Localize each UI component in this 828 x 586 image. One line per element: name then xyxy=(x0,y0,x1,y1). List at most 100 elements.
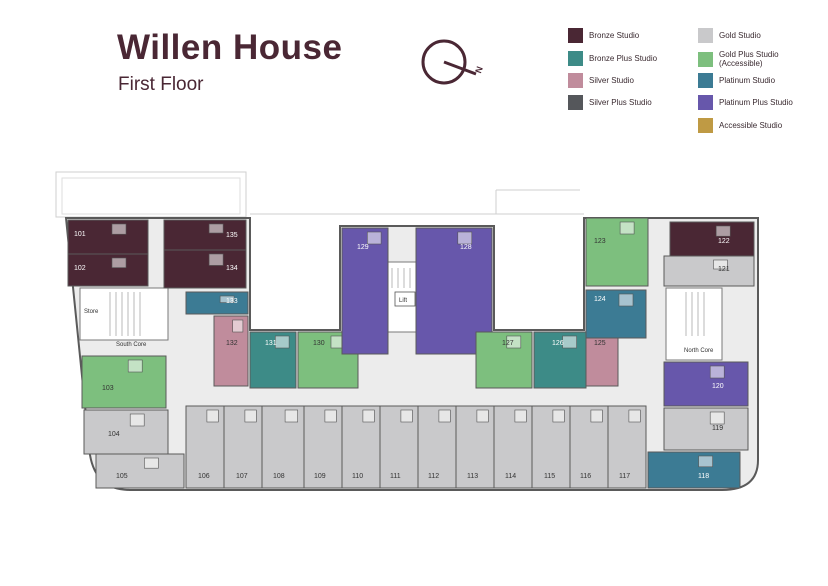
bathroom-pod xyxy=(400,409,413,423)
legend-item-platinum-plus-studio: Platinum Plus Studio xyxy=(698,95,793,110)
room-number: 133 xyxy=(226,298,238,305)
legend-swatch xyxy=(698,95,713,110)
room-number: 110 xyxy=(352,473,363,480)
room-number: 107 xyxy=(236,473,248,480)
room-101[interactable]: 101 xyxy=(67,219,149,255)
room-133[interactable]: 133 xyxy=(185,291,249,315)
room-number: 130 xyxy=(313,340,325,347)
bathroom-pod xyxy=(127,359,143,373)
room-112[interactable]: 112 xyxy=(417,405,457,489)
bathroom-pod xyxy=(618,293,634,307)
room-number: 134 xyxy=(226,265,238,272)
room-number: 128 xyxy=(460,244,472,251)
bathroom-pod xyxy=(698,455,713,468)
room-132[interactable]: 132 xyxy=(213,315,249,387)
room-120[interactable]: 120 xyxy=(663,361,749,407)
room-102[interactable]: 102 xyxy=(67,253,149,287)
bathroom-pod xyxy=(709,411,725,425)
room-fill xyxy=(663,361,749,407)
room-122[interactable]: 122 xyxy=(669,221,755,257)
north-core-label: North Core xyxy=(684,348,714,354)
bathroom-pod xyxy=(208,223,224,234)
south-core xyxy=(79,287,169,341)
room-number: 118 xyxy=(698,473,709,480)
room-103[interactable]: 103 xyxy=(81,355,167,409)
room-118[interactable]: 118 xyxy=(647,451,741,489)
bathroom-pod xyxy=(506,335,522,349)
room-107[interactable]: 107 xyxy=(223,405,263,489)
room-number: 103 xyxy=(102,385,114,392)
room-fill xyxy=(585,217,649,287)
room-number: 112 xyxy=(428,473,439,480)
room-number: 124 xyxy=(594,296,606,303)
room-134[interactable]: 134 xyxy=(163,249,247,289)
legend-item-silver-plus-studio: Silver Plus Studio xyxy=(568,95,652,110)
room-106[interactable]: 106 xyxy=(185,405,225,489)
room-104[interactable]: 104 xyxy=(83,409,169,455)
room-number: 135 xyxy=(226,232,238,239)
room-110[interactable]: 110 xyxy=(341,405,381,489)
room-129[interactable]: 129 xyxy=(341,227,389,355)
room-number: 104 xyxy=(108,431,120,438)
room-number: 132 xyxy=(226,340,238,347)
room-fill xyxy=(163,219,247,251)
legend-label: Silver Studio xyxy=(589,76,634,85)
south-core-label: South Core xyxy=(116,342,147,348)
room-108[interactable]: 108 xyxy=(261,405,305,489)
bathroom-pod xyxy=(514,409,527,423)
room-number: 121 xyxy=(718,266,730,273)
room-fill xyxy=(647,451,741,489)
room-131[interactable]: 131 xyxy=(249,331,297,389)
bathroom-pod xyxy=(590,409,603,423)
legend-label: Gold Plus Studio (Accessible) xyxy=(719,50,779,68)
legend-label: Platinum Plus Studio xyxy=(719,98,793,107)
room-116[interactable]: 116 xyxy=(569,405,609,489)
page-subtitle: First Floor xyxy=(118,74,204,95)
north-core xyxy=(665,287,723,361)
compass-icon: N xyxy=(421,39,485,85)
room-fill xyxy=(585,289,647,339)
legend-label: Bronze Plus Studio xyxy=(589,54,658,63)
room-135[interactable]: 135 xyxy=(163,219,247,251)
room-117[interactable]: 117 xyxy=(607,405,647,489)
legend-item-platinum-studio: Platinum Studio xyxy=(698,73,775,88)
room-111[interactable]: 111 xyxy=(379,405,419,489)
legend-swatch xyxy=(568,95,583,110)
legend-label: Platinum Studio xyxy=(719,76,776,85)
room-115[interactable]: 115 xyxy=(531,405,571,489)
room-114[interactable]: 114 xyxy=(493,405,533,489)
legend-item-accessible-studio: Accessible Studio xyxy=(698,118,782,133)
room-109[interactable]: 109 xyxy=(303,405,343,489)
bathroom-pod xyxy=(457,231,473,245)
room-fill xyxy=(185,291,249,315)
bathroom-pod xyxy=(709,365,725,379)
legend-swatch xyxy=(698,51,713,67)
bathroom-pod xyxy=(219,295,235,303)
room-fill xyxy=(663,407,749,451)
legend-swatch xyxy=(568,28,583,43)
room-number: 125 xyxy=(594,340,606,347)
bathroom-pod xyxy=(244,409,257,423)
room-fill xyxy=(455,405,495,489)
room-119[interactable]: 119 xyxy=(663,407,749,451)
bathroom-pod xyxy=(232,319,244,333)
room-number: 116 xyxy=(580,473,591,480)
room-number: 113 xyxy=(467,473,478,480)
room-126[interactable]: 126 xyxy=(533,331,587,389)
legend-label: Silver Plus Studio xyxy=(589,98,652,107)
room-121[interactable]: 121 xyxy=(663,255,755,287)
room-number: 109 xyxy=(314,473,326,480)
room-127[interactable]: 127 xyxy=(475,331,533,389)
bathroom-pod xyxy=(619,221,635,235)
room-113[interactable]: 113 xyxy=(455,405,495,489)
legend-item-silver-studio: Silver Studio xyxy=(568,73,634,88)
store-label: Store xyxy=(84,309,99,315)
room-123[interactable]: 123 xyxy=(585,217,649,287)
compass-north-label: N xyxy=(473,65,485,75)
legend-swatch xyxy=(568,73,583,88)
room-number: 114 xyxy=(505,473,516,480)
room-124[interactable]: 124 xyxy=(585,289,647,339)
room-number: 123 xyxy=(594,238,606,245)
room-105[interactable]: 105 xyxy=(95,453,185,489)
